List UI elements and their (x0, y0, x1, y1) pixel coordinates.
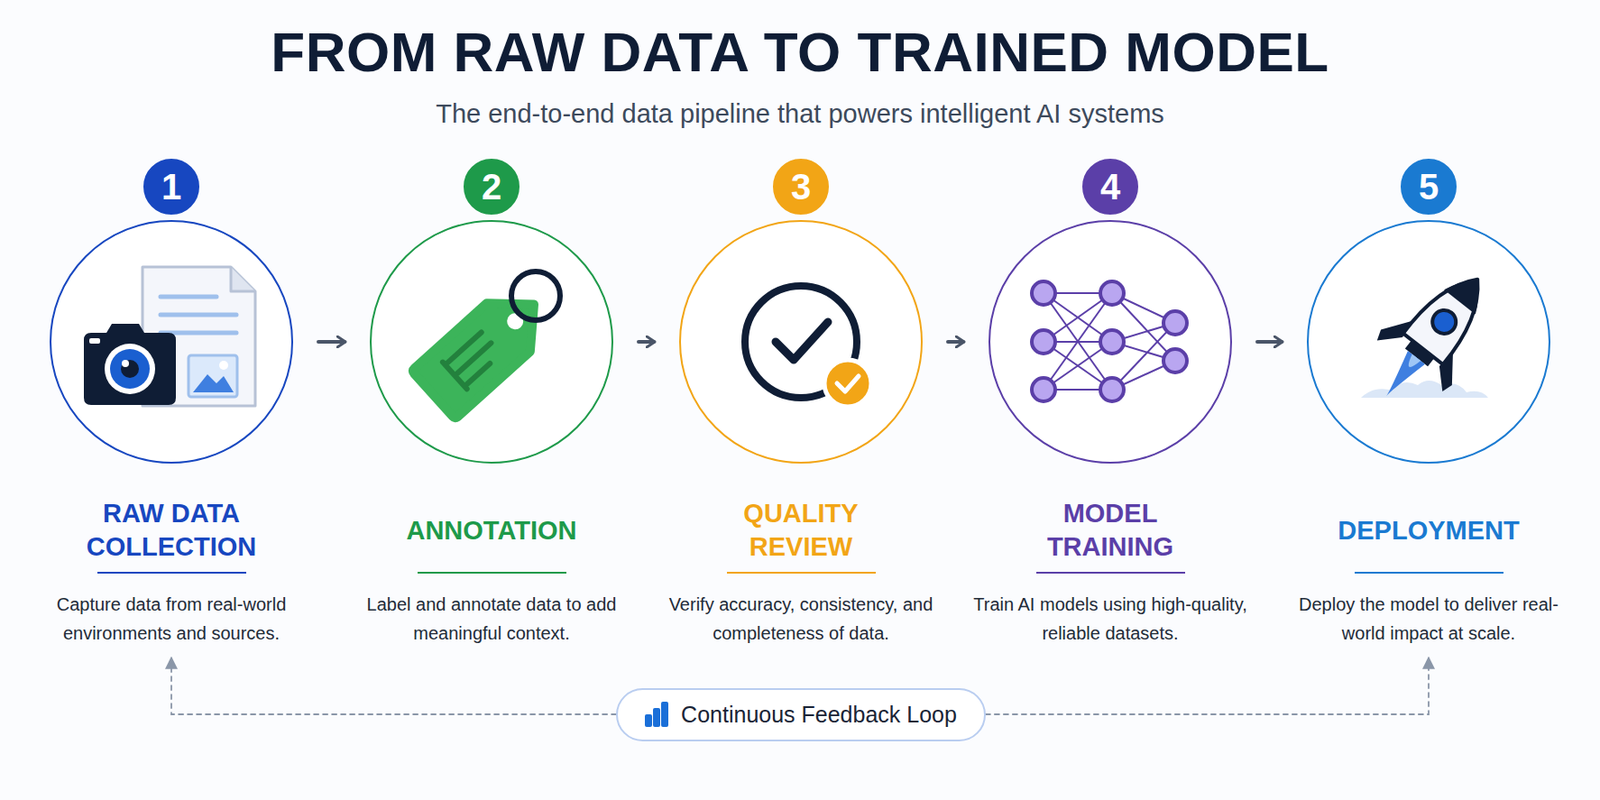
check-icon (744, 285, 872, 407)
stage-ring (50, 220, 293, 463)
network-node (1031, 281, 1056, 305)
feedback-pill: Continuous Feedback Loop (616, 688, 986, 742)
stage-description: Label and annotate data to add meaningfu… (351, 589, 632, 648)
stage-heading: QUALITY REVIEW (692, 496, 910, 564)
badge-disc (460, 156, 523, 218)
feedback-connector (171, 658, 617, 715)
number-badges (140, 156, 1460, 218)
stage-description: Deploy the model to deliver real-world i… (1288, 589, 1569, 648)
network-node (1031, 330, 1056, 354)
data-icon (83, 266, 256, 406)
stage-heading: DEPLOYMENT (1337, 514, 1519, 548)
heading-rule (97, 571, 247, 574)
badge-disc (140, 156, 203, 218)
heading-rule (1036, 571, 1186, 574)
network-node (1100, 281, 1124, 305)
heading-rule (417, 571, 567, 574)
stage-node: DEPLOYMENT Deploy the model to deliver re… (1288, 153, 1569, 648)
network-node (1031, 377, 1056, 402)
heading-rule (726, 571, 876, 574)
stage-description: Train AI models using high-quality, reli… (970, 589, 1251, 648)
badge-disc (1397, 156, 1460, 218)
stage-ring (680, 220, 922, 463)
rocket-icon (1351, 251, 1514, 424)
network-node (1163, 349, 1187, 373)
feedback-connector (985, 658, 1429, 715)
pill-text: Continuous Feedback Loop (680, 701, 957, 727)
flow-arrow (1257, 340, 1282, 344)
stage-heading: MODEL TRAINING (1002, 496, 1219, 564)
callout-number: 2 (459, 164, 524, 210)
stage-node: MODEL TRAINING Train AI models using high… (970, 153, 1251, 648)
network-node (1100, 330, 1124, 354)
stage-node: ANNOTATION Label and annotate data to add… (351, 153, 632, 648)
title: FROM RAW DATA TO TRAINED MODEL (0, 19, 1600, 84)
subtitle: The end-to-end data pipeline that powers… (0, 99, 1600, 129)
callout-number: 3 (769, 164, 833, 210)
network-node (1163, 311, 1187, 335)
callout-number: 1 (139, 164, 203, 210)
callout-number: 4 (1078, 164, 1142, 210)
tag-icon (411, 271, 561, 420)
stage-node: RAW DATA COLLECTION Capture data from rea… (31, 153, 312, 648)
callout-number: 5 (1397, 164, 1461, 210)
stage-description: Verify accuracy, consistency, and comple… (661, 589, 941, 648)
network-icon (1031, 281, 1187, 402)
stage-node: QUALITY REVIEW Verify accuracy, consisten… (661, 153, 941, 648)
badge-disc (1079, 156, 1141, 218)
badge-disc (770, 156, 832, 218)
flow-arrow (318, 340, 345, 344)
stage-circles (50, 220, 1550, 463)
stage-ring (1307, 220, 1550, 463)
heading-rule (1354, 571, 1504, 574)
stage-heading: ANNOTATION (405, 514, 577, 548)
network-node (1100, 377, 1124, 402)
stage-ring (989, 220, 1232, 463)
chart-icon (643, 699, 671, 727)
stage-description: Capture data from real-world environment… (31, 589, 312, 648)
stage-ring (370, 220, 613, 463)
flow-arrow (638, 340, 654, 344)
stage-heading: RAW DATA COLLECTION (63, 496, 280, 564)
flow-arrow (947, 340, 964, 344)
